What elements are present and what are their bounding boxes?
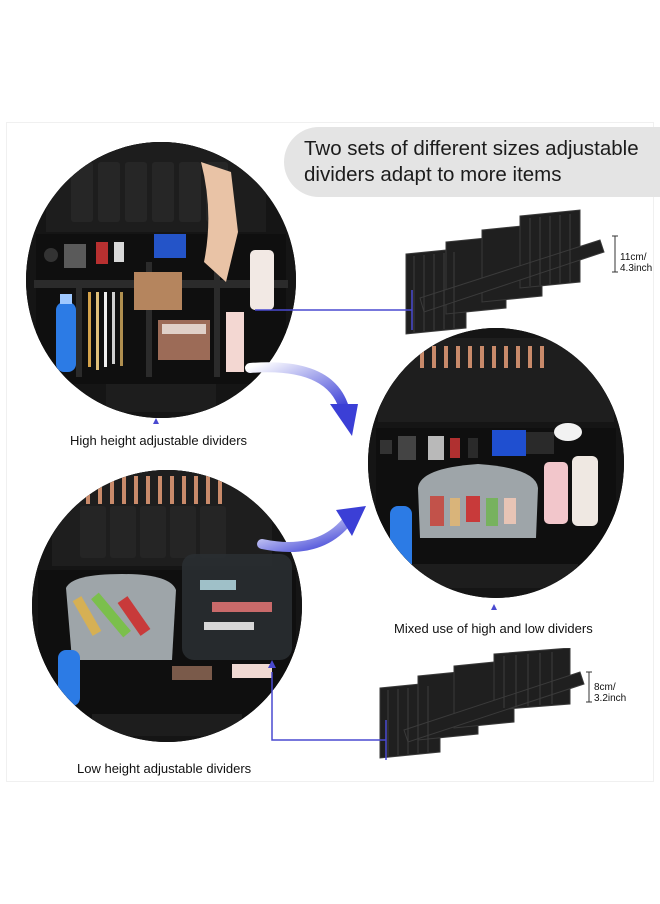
headline-text: Two sets of different sizes adjustable d… bbox=[304, 136, 654, 188]
caption-mixed-dividers: Mixed use of high and low dividers bbox=[394, 621, 593, 636]
case-photo-mixed-dividers bbox=[368, 328, 624, 598]
caption-low-dividers: Low height adjustable dividers bbox=[77, 761, 252, 776]
case-photo-low-dividers bbox=[32, 470, 302, 742]
dimension-label-high: 11cm/ 4.3inch bbox=[620, 252, 652, 274]
headline-line-1: Two sets of different sizes adjustable bbox=[304, 137, 639, 160]
dimension-low-inch: 3.2inch bbox=[594, 693, 627, 704]
case-photo-high-dividers bbox=[26, 142, 296, 418]
headline-line-2: dividers adapt to more items bbox=[304, 163, 562, 186]
headline-banner bbox=[284, 127, 660, 197]
divider-illustration-low bbox=[374, 648, 596, 766]
divider-illustration-high bbox=[400, 208, 620, 338]
caption-high-dividers: High height adjustable dividers bbox=[70, 433, 248, 448]
dimension-low-cm: 8cm/ bbox=[594, 682, 616, 693]
dimension-high-cm: 11cm/ bbox=[620, 252, 647, 263]
dimension-label-low: 8cm/ 3.2inch bbox=[594, 682, 626, 704]
dimension-high-inch: 4.3inch bbox=[620, 263, 653, 274]
